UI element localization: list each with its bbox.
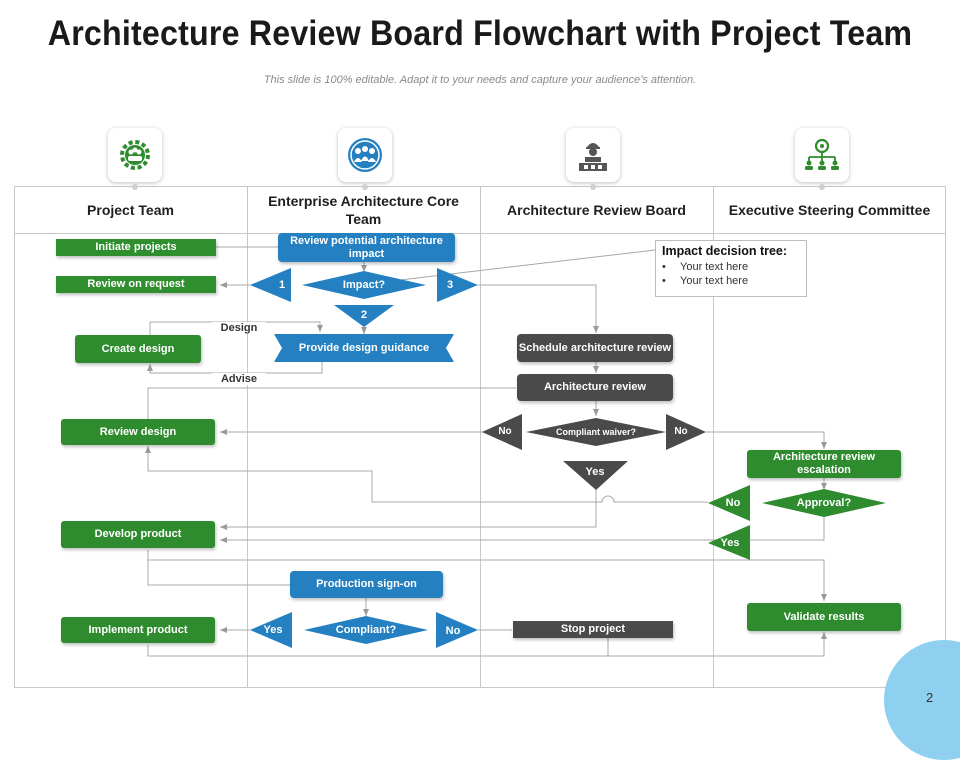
page-number: 2 <box>926 690 934 705</box>
connector <box>220 516 825 543</box>
review-escalation-box[interactable]: Architecture review escalation <box>747 450 901 478</box>
group-circle-icon <box>348 138 382 172</box>
impact-tree-item: •Your text here <box>662 261 749 273</box>
waiver-no-right-triangle <box>666 414 706 450</box>
gear-team-icon <box>120 140 150 170</box>
slide-title: Architecture Review Board Flowchart with… <box>47 14 913 53</box>
branch-1-triangle <box>250 268 291 302</box>
header-divider <box>14 233 946 234</box>
connector <box>148 559 827 601</box>
review-design-box[interactable]: Review design <box>61 419 215 445</box>
slide-subtitle: This slide is 100% editable. Adapt it to… <box>263 74 697 86</box>
impact-decision-label: Impact? <box>342 279 386 291</box>
schedule-review-box[interactable]: Schedule architecture review <box>517 334 673 362</box>
compliant-yes-triangle <box>250 612 292 648</box>
hierarchy-icon <box>805 138 839 170</box>
icon-card-esc <box>795 128 849 190</box>
waiver-no-left-label: No <box>498 426 512 437</box>
flow-connectors <box>145 246 886 657</box>
impact-tree-item: •Your text here <box>662 275 749 287</box>
approval-yes-triangle <box>708 525 750 560</box>
architecture-review-box[interactable]: Architecture review <box>517 374 673 401</box>
review-impact-box[interactable]: Review potential architecture impact <box>278 233 455 262</box>
compliant-no-triangle <box>436 612 478 648</box>
create-design-box[interactable]: Create design <box>75 335 201 363</box>
approval-no-triangle <box>708 485 750 521</box>
advise-path-label: Advise <box>212 373 266 385</box>
initiate-projects-box[interactable]: Initiate projects <box>56 239 216 256</box>
stop-project-box[interactable]: Stop project <box>513 621 673 638</box>
branch-3-triangle <box>437 268 478 302</box>
waiver-decision-diamond <box>526 418 666 446</box>
column-header-project-team: Project Team <box>87 202 174 218</box>
review-on-request-box[interactable]: Review on request <box>56 276 216 293</box>
connector <box>147 632 827 657</box>
connector <box>145 446 708 503</box>
approval-no-label: No <box>725 497 741 509</box>
implement-product-box[interactable]: Implement product <box>61 617 215 643</box>
icon-card-arb <box>566 128 620 190</box>
production-signon-box[interactable]: Production sign-on <box>290 571 443 598</box>
branch-1-label: 1 <box>278 279 286 291</box>
impact-decision-tree-callout: Impact decision tree: •Your text here •Y… <box>655 240 807 297</box>
impact-decision-diamond <box>302 271 426 299</box>
branch-2-label: 2 <box>360 309 368 321</box>
waiver-yes-triangle <box>563 461 628 490</box>
compliant-decision-diamond <box>304 616 428 644</box>
design-guidance-shape <box>274 334 454 362</box>
connector <box>147 550 290 586</box>
column-header-esc: Executive Steering Committee <box>728 202 931 218</box>
branch-3-label: 3 <box>446 279 454 291</box>
approval-decision-label: Approval? <box>796 497 852 509</box>
approval-decision-diamond <box>762 489 886 517</box>
compliant-yes-label: Yes <box>263 624 283 636</box>
design-guidance-label[interactable]: Provide design guidance <box>298 342 430 354</box>
develop-product-box[interactable]: Develop product <box>61 521 215 548</box>
icon-card-project-team <box>108 128 162 190</box>
column-header-arb: Architecture Review Board <box>507 202 686 218</box>
impact-tree-heading: Impact decision tree: <box>662 244 788 258</box>
icon-card-ea-core <box>338 128 392 190</box>
compliant-no-label: No <box>445 625 461 637</box>
column-header-ea-core: Enterprise Architecture Core Team <box>268 193 459 227</box>
lane-divider <box>247 186 248 688</box>
connector <box>706 431 827 449</box>
waiver-no-left-triangle <box>482 414 522 450</box>
branch-2-triangle <box>334 305 394 327</box>
validate-results-box[interactable]: Validate results <box>747 603 901 631</box>
waiver-no-right-label: No <box>674 426 688 437</box>
connector <box>147 387 516 420</box>
compliant-decision-label: Compliant? <box>335 624 397 636</box>
worker-board-icon <box>579 143 607 171</box>
design-path-label: Design <box>212 322 266 334</box>
connector <box>220 490 597 530</box>
approval-yes-label: Yes <box>720 537 740 549</box>
lane-divider <box>480 186 481 688</box>
waiver-yes-label: Yes <box>585 466 605 478</box>
lane-divider <box>713 186 714 688</box>
connector <box>478 284 599 333</box>
waiver-decision-label: Compliant waiver? <box>555 427 636 437</box>
